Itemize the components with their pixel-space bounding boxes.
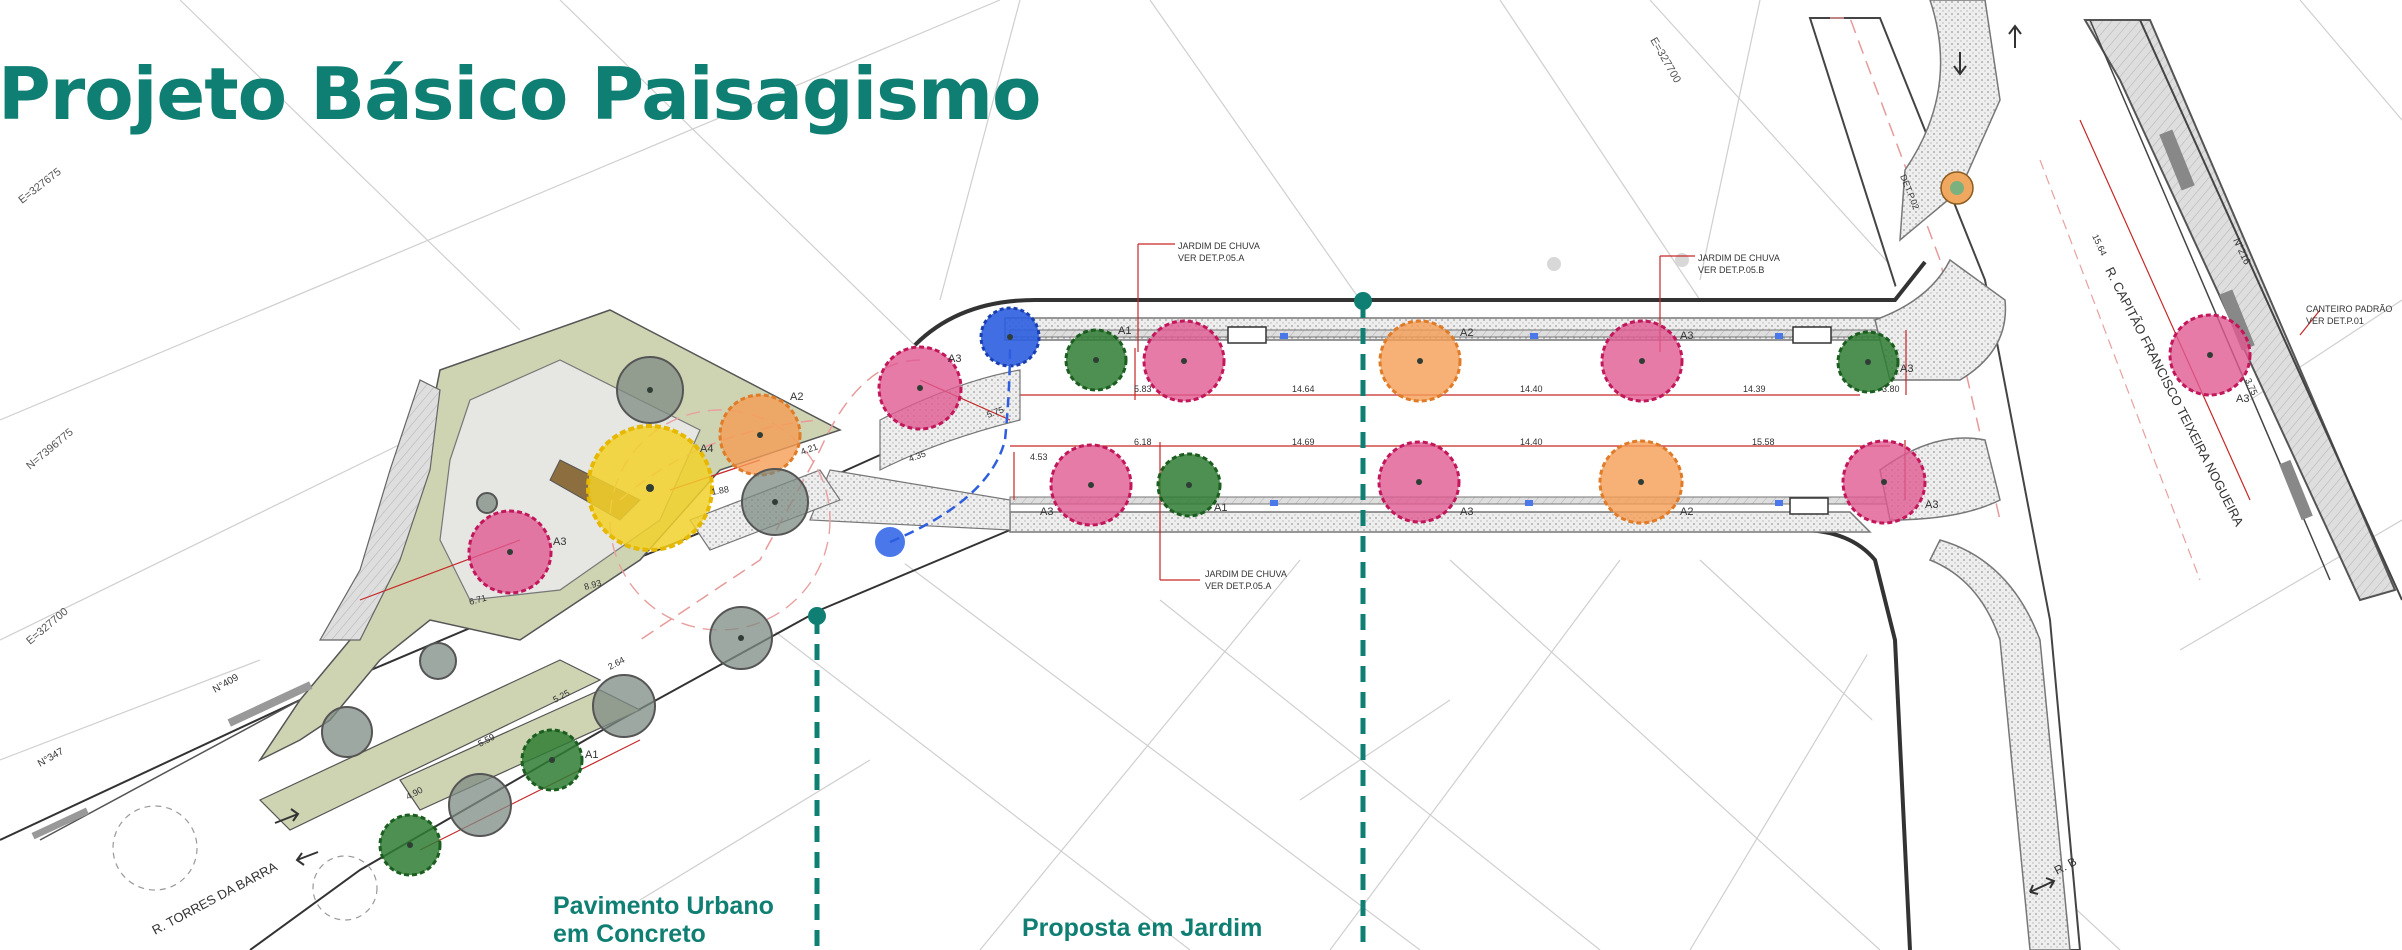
dimension-label: 8.93 xyxy=(583,578,603,592)
drain-markers xyxy=(1270,333,1783,506)
dimension-label: 14.39 xyxy=(1743,384,1766,394)
page-title: Projeto Básico Paisagismo xyxy=(0,52,1042,136)
existing-tree xyxy=(592,674,656,738)
callout-leaders xyxy=(814,302,1366,950)
dimension-label: 14.40 xyxy=(1520,437,1543,447)
grid-coordinate-label: N=7396775 xyxy=(24,426,76,472)
tree-tag: A3 xyxy=(1680,330,1693,342)
tree-tag: A3 xyxy=(948,353,961,365)
dimension-label: 3.80 xyxy=(1882,384,1900,394)
tree-tag: A2 xyxy=(790,391,803,403)
callout-proposta: Proposta em Jardim xyxy=(1022,914,1262,942)
existing-tree xyxy=(448,773,512,837)
dimension-label: 1.88 xyxy=(711,484,730,497)
existing-tree xyxy=(419,642,457,680)
tree-tag: A3 xyxy=(1040,506,1053,518)
dimension-label: 14.69 xyxy=(1292,437,1315,447)
tree-tag: A4 xyxy=(700,443,713,455)
note-canteiro-ref: VER DET.P.01 xyxy=(2306,316,2364,326)
dimension-label: 14.64 xyxy=(1292,384,1315,394)
tree-tag: A3 xyxy=(2236,393,2249,405)
dimension-label: 4.53 xyxy=(1030,452,1048,462)
direction-arrows xyxy=(274,24,2056,895)
callout-pavimento-line2: em Concreto xyxy=(553,920,706,948)
grid-coordinate-label: E=327700 xyxy=(24,606,70,648)
tree-tag: A3 xyxy=(553,536,566,548)
note-jardim-chuva: JARDIM DE CHUVA xyxy=(1205,569,1287,579)
note-jardim-chuva: JARDIM DE CHUVA xyxy=(1698,253,1780,263)
callout-dot-pavimento xyxy=(808,607,826,625)
tree-centers xyxy=(407,334,2213,848)
tree-tag: A1 xyxy=(1214,502,1227,514)
tree-tag: A3 xyxy=(1925,499,1938,511)
callout-dot-proposta xyxy=(1354,292,1372,310)
lot-number: N°409 xyxy=(211,672,241,696)
dimension-label: 5.83 xyxy=(1134,384,1152,394)
dimension-label: 15.64 xyxy=(2090,233,2109,258)
existing-tree xyxy=(476,492,498,514)
grid-coordinate-label: E=327675 xyxy=(16,166,63,207)
note-jardim-chuva: JARDIM DE CHUVA xyxy=(1178,241,1260,251)
dimension-label: 6.18 xyxy=(1134,437,1152,447)
note-jardim-chuva-ref: VER DET.P.05.B xyxy=(1698,265,1764,275)
grid-coordinate-label: E=327700 xyxy=(1647,36,1683,86)
note-jardim-chuva-ref: VER DET.P.05.A xyxy=(1205,581,1271,591)
proposed-trees xyxy=(378,306,2252,877)
tree-tag: A1 xyxy=(1118,325,1131,337)
note-jardim-chuva-ref: VER DET.P.05.A xyxy=(1178,253,1244,263)
lot-number: N°347 xyxy=(36,746,66,770)
tree-transplant-path xyxy=(889,344,1012,544)
tree-tag: A1 xyxy=(585,749,598,761)
dimension-label: 6.71 xyxy=(468,593,488,607)
dimension-label: 15.58 xyxy=(1752,437,1775,447)
tree-tag: A3 xyxy=(1460,506,1473,518)
callout-pavimento-line1: Pavimento Urbano xyxy=(553,892,774,920)
tree-tag: A2 xyxy=(1460,327,1473,339)
note-canteiro: CANTEIRO PADRÃO xyxy=(2306,304,2392,314)
existing-tree xyxy=(321,706,373,758)
dimension-label: 14.40 xyxy=(1520,384,1543,394)
stormwater-inlets xyxy=(1227,326,1832,515)
callout-proposta-line1: Proposta em Jardim xyxy=(1022,914,1263,942)
tree-tag: A3 xyxy=(1900,363,1913,375)
tree-tag: A2 xyxy=(1680,506,1693,518)
callout-pavimento: Pavimento Urbano em Concreto xyxy=(553,892,774,948)
